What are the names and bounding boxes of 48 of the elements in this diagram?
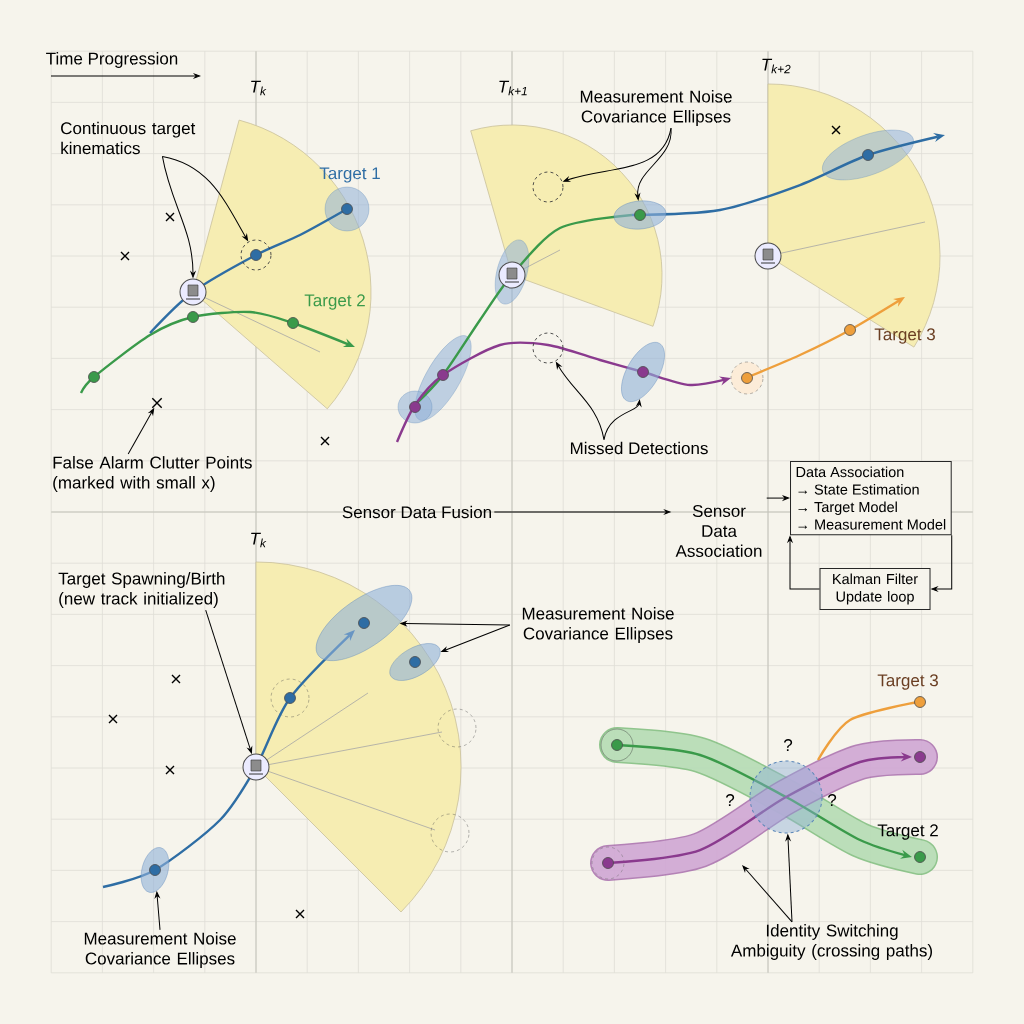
question-mark: ? bbox=[828, 794, 837, 806]
flow-arrow bbox=[493, 509, 671, 515]
leader-arrow bbox=[635, 127, 672, 200]
sensor-icon bbox=[242, 753, 270, 781]
callout-text: Measurement Noise Covariance Ellipses bbox=[580, 90, 732, 126]
flow-label: Sensor Data Association bbox=[675, 505, 762, 558]
flow-arrow bbox=[931, 534, 953, 592]
flow-arrow bbox=[787, 536, 820, 590]
callout-text: Measurement Noise Covariance Ellipses bbox=[522, 607, 674, 643]
callout-text: Identity Switching Ambiguity (crossing paths) bbox=[730, 924, 932, 960]
missed-detection-circle bbox=[532, 332, 564, 364]
question-mark: ? bbox=[725, 794, 735, 806]
time-step-label: T$_{k+1}$ bbox=[499, 80, 527, 96]
target-label: Target 1 bbox=[319, 167, 380, 183]
sensor-icon bbox=[179, 278, 207, 306]
missed-detection-circle bbox=[240, 239, 272, 271]
callout-text: Missed Detections bbox=[570, 441, 708, 455]
leader-arrow bbox=[441, 624, 511, 653]
leader-arrow bbox=[205, 609, 253, 754]
leader-arrow bbox=[603, 399, 642, 441]
clutter-mark bbox=[151, 397, 163, 409]
question-mark: ? bbox=[784, 739, 793, 751]
target-label: Target 3 bbox=[874, 328, 935, 344]
leader-arrow bbox=[127, 408, 155, 455]
leader-arrow bbox=[785, 834, 793, 923]
process-box: Data Association → State Estimation → Target Model → Measurement Model bbox=[790, 461, 952, 536]
flow-label: Sensor Data Fusion bbox=[342, 505, 491, 519]
callout-text: Target Spawning/Birth (new track initialized) bbox=[58, 572, 225, 608]
callout-text: Measurement Noise Covariance Ellipses bbox=[84, 932, 236, 968]
process-box: Kalman Filter Update loop bbox=[819, 568, 931, 610]
leader-arrow bbox=[400, 621, 511, 626]
time-step-label: T$_{k}$ bbox=[251, 532, 267, 548]
leader-arrow bbox=[161, 155, 196, 278]
target-label: Target 2 bbox=[304, 294, 365, 310]
leader-arrow bbox=[555, 362, 605, 441]
leader-arrow bbox=[154, 891, 161, 931]
time-step-label: T$_{k+2}$ bbox=[762, 58, 791, 74]
flow-arrow bbox=[766, 495, 790, 501]
section-label: Time Progression bbox=[46, 52, 178, 68]
target-label: Target 3 bbox=[877, 674, 938, 690]
target-label: Target 2 bbox=[877, 824, 938, 840]
covariance-ellipse bbox=[613, 200, 667, 230]
callout-text: False Alarm Clutter Points (marked with small x) bbox=[53, 456, 252, 492]
time-step-label: T$_{k}$ bbox=[251, 80, 267, 96]
missed-detection-circle bbox=[532, 171, 564, 203]
leader-arrow bbox=[161, 155, 249, 241]
callout-text: Continuous target kinematics bbox=[61, 121, 196, 155]
leader-arrow bbox=[742, 865, 793, 923]
